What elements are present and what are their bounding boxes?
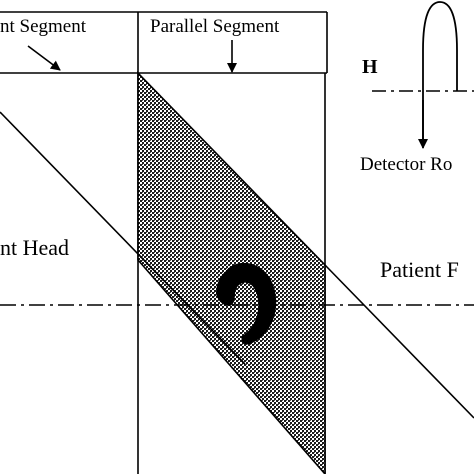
h-marker-label: H [362,56,378,78]
left-segment-arrow [27,45,61,71]
header-table [0,11,328,74]
parallel-segment-label: Parallel Segment [150,16,280,37]
diagonal-line-right [324,264,474,419]
left-segment-label: nt Segment [0,16,87,37]
diagonal-line-left [0,111,246,365]
detector-label: Detector Ro [360,154,452,175]
patient-feet-label: Patient F [380,257,459,282]
object-c-shape [216,262,277,345]
detector-rotation-loop [422,1,458,146]
patient-head-label: nt Head [0,235,69,260]
